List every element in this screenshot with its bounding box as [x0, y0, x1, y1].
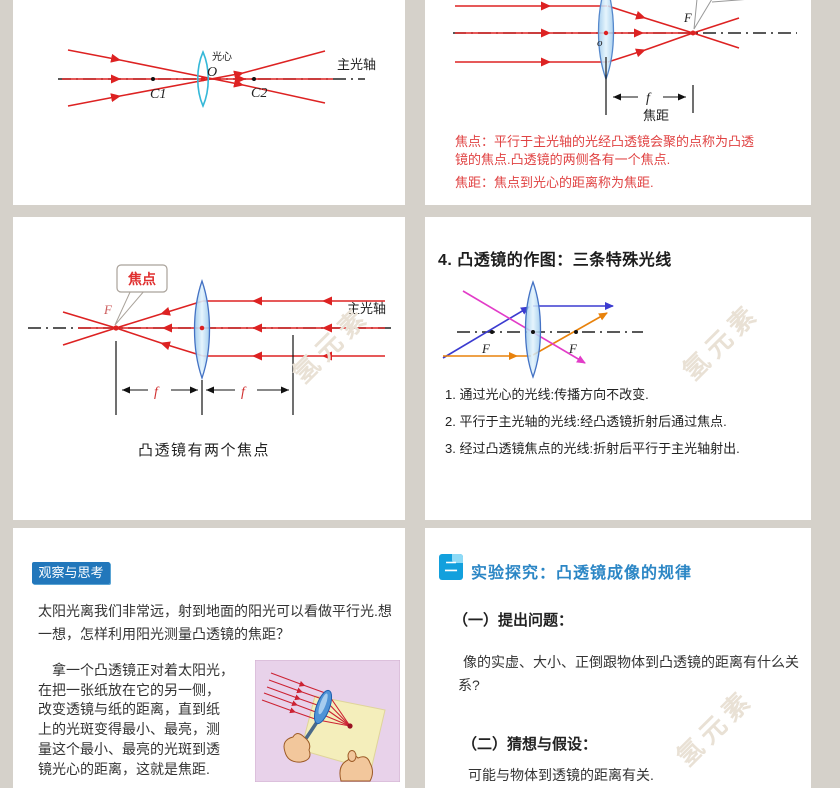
focal-point-dot [113, 325, 119, 331]
definition-line: 焦点：平行于主光轴的光经凸透镜会聚的点称为凸透 [455, 134, 755, 149]
slide-thumb-experiment-inquiry[interactable]: 二 实验探究：凸透镜成像的规律 （一）提出问题： 像的实虚、大小、正倒跟物体到凸… [425, 528, 811, 788]
f-point-label: F [683, 11, 692, 25]
three-rays-diagram: F F [442, 280, 643, 379]
f-point-label: F [103, 302, 113, 317]
intro-line: 一想，怎样利用阳光测量凸透镜的焦距？ [38, 626, 290, 642]
method-line: 上的光斑变得最小、最亮，测 [38, 721, 220, 738]
blue-ray-through-focus [442, 306, 530, 359]
icon-tab [452, 554, 463, 563]
slide-thumb-optical-center[interactable]: 光心 O C1 C2 主光轴 [13, 0, 405, 205]
diverging-ray [692, 17, 740, 34]
c1-label: C1 [150, 87, 166, 102]
section-badge: 观察与思考 [32, 562, 110, 584]
magenta-ray-through-center [462, 290, 586, 364]
intro-line: 太阳光离我们非常远，射到地面的阳光可以看做平行光.想 [38, 603, 392, 619]
rule-item: 3. 经过凸透镜焦点的光线:折射后平行于主光轴射出. [445, 441, 740, 456]
light-ray [67, 49, 326, 104]
method-line: 量这个最小、最亮的光斑到透 [38, 740, 220, 757]
f-right-label: F [568, 341, 578, 356]
focal-point-right-dot [574, 330, 578, 334]
c2-label: C2 [251, 86, 267, 101]
slide-title: 4. 凸透镜的作图：三条特殊光线 [438, 252, 672, 269]
orange-ray-through-focus [532, 312, 608, 356]
diverging-ray [62, 327, 117, 346]
slide-thumb-focal-point[interactable]: o F f 焦距 焦点：平行于主光轴的光经凸透镜会聚的点称为凸透 镜的焦点.凸透… [425, 0, 811, 205]
question-line-2: 系? [458, 677, 480, 693]
convex-lens [196, 50, 210, 108]
light-ray [67, 50, 326, 107]
optical-center-label: 光心 [212, 50, 232, 63]
sunlight-experiment-photo [255, 660, 400, 782]
method-line: 改变透镜与纸的距离，直到纸 [38, 701, 220, 718]
optical-center-dot [531, 330, 535, 334]
convex-lens [524, 280, 542, 379]
o-label: o [597, 37, 603, 49]
refracted-ray [607, 32, 694, 63]
callout-edge [711, 0, 745, 3]
icon-glyph: 二 [444, 559, 458, 574]
optical-center-dot [200, 76, 206, 82]
point-c2-dot [252, 77, 256, 81]
o-label: O [207, 65, 217, 80]
slide-title: 实验探究：凸透镜成像的规律 [471, 565, 693, 582]
photo-hand-right [339, 754, 373, 782]
axis-label: 主光轴 [337, 57, 376, 72]
method-line: 拿一个凸透镜正对着太阳光， [52, 662, 234, 678]
rules-list: 1. 通过光心的光线:传播方向不改变. 2. 平行于主光轴的光线:经凸透镜折射后… [445, 388, 797, 469]
slide-thumb-two-focal-points[interactable]: f f F 主光轴 焦点 凸透镜有两个焦点 [13, 217, 405, 520]
method-line: 在把一张纸放在它的另一侧， [38, 681, 220, 698]
optical-center-dot [603, 30, 609, 36]
f1-label: f [154, 385, 160, 400]
callout-bubble [116, 264, 168, 293]
hypothesis-line: 可能与物体到透镜的距离有关. [468, 767, 654, 783]
callout-tail [693, 0, 712, 30]
method-paragraph: 拿一个凸透镜正对着太阳光， 在把一张纸放在它的另一侧， 改变透镜与纸的距离，直到… [38, 661, 260, 779]
two-focal-points-diagram: f f F 主光轴 焦点 [28, 264, 393, 415]
question-line-1: 像的实虚、大小、正倒跟物体到凸透镜的距离有什么关 [463, 654, 799, 670]
focal-length-f-label: f [646, 91, 652, 106]
photo-lens [313, 689, 333, 725]
rule-item: 2. 平行于主光轴的光线:经凸透镜折射后通过焦点. [445, 414, 727, 429]
slide-thumb-three-rays[interactable]: F F 4. 凸透镜的作图：三条特殊光线 1. 通过光心的光线:传播方向不改变.… [425, 217, 811, 520]
focal-point-dot [690, 30, 696, 36]
slide-caption: 凸透镜有两个焦点 [138, 442, 271, 459]
photo-fingertip [347, 750, 357, 762]
optical-center-dot [199, 325, 205, 331]
intro-paragraph: 太阳光离我们非常远，射到地面的阳光可以看做平行光.想 一想，怎样利用阳光测量凸透… [38, 600, 398, 646]
focal-point-diagram: o F f 焦距 [453, 0, 797, 123]
callout-label: 焦点 [127, 271, 156, 287]
refracted-ray [115, 300, 204, 329]
photo-focal-spot [347, 723, 353, 729]
slide-thumb-observe-think[interactable]: 观察与思考 太阳光离我们非常远，射到地面的阳光可以看做平行光.想 一想，怎样利用… [13, 528, 405, 788]
diverging-ray [62, 311, 117, 329]
refracted-ray [115, 327, 204, 357]
f-left-label: F [481, 341, 491, 356]
f2-label: f [241, 385, 247, 400]
section-number-icon: 二 [439, 554, 463, 580]
question-heading: （一）提出问题： [453, 612, 574, 629]
axis-label: 主光轴 [347, 301, 386, 316]
diverging-ray [692, 32, 740, 49]
focal-definition-text: 焦点：平行于主光轴的光经凸透镜会聚的点称为凸透 镜的焦点.凸透镜的两侧各有一个焦… [455, 133, 797, 192]
definition-line: 镜的焦点.凸透镜的两侧各有一个焦点. [455, 151, 671, 167]
hypothesis-heading: （二）猜想与假设： [462, 736, 598, 753]
rule-item: 1. 通过光心的光线:传播方向不改变. [445, 387, 649, 402]
focal-point-left-dot [490, 330, 494, 334]
refracted-ray [607, 5, 694, 34]
photo-lens-handle [303, 720, 319, 742]
focal-length-word: 焦距 [643, 108, 669, 123]
point-c1-dot [151, 77, 155, 81]
method-line: 镜光心的距离，这就是焦距. [38, 760, 210, 777]
optical-center-diagram: 光心 O C1 C2 主光轴 [58, 49, 376, 108]
definition-line: 焦距：焦点到光心的距离称为焦距. [455, 175, 654, 190]
photo-hand-left [283, 733, 311, 763]
